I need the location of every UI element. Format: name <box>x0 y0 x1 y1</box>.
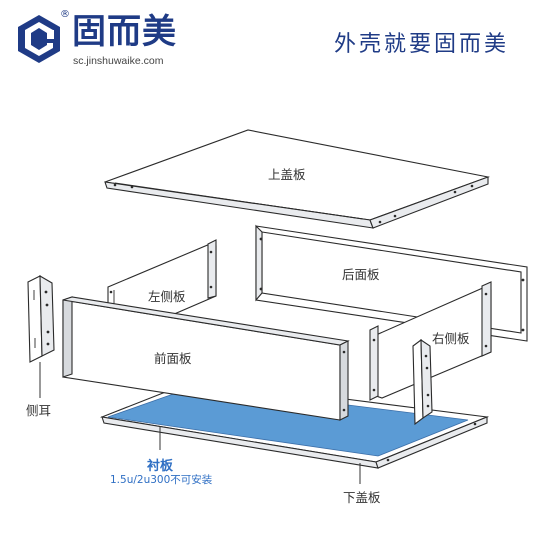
liner-note: 1.5u/2u300不可安装 <box>110 474 213 486</box>
right-side-panel-part <box>369 281 492 401</box>
registered-mark: ® <box>60 9 70 20</box>
brand-logo-icon <box>18 15 60 63</box>
rear-panel-label: 后面板 <box>342 267 380 282</box>
side-ear-label: 侧耳 <box>26 403 52 418</box>
bottom-cover-part <box>99 379 490 469</box>
brand-slogan: 外壳就要固而美 <box>334 32 510 57</box>
left-side-ear-part <box>27 275 55 363</box>
bottom-cover-label: 下盖板 <box>343 490 381 505</box>
brand-url: sc.jinshuwaike.com <box>73 55 164 67</box>
brand-name: 固而美 <box>72 12 177 52</box>
liner-board-part <box>107 385 469 457</box>
top-cover-label: 上盖板 <box>268 167 306 182</box>
liner-label: 衬板 <box>147 459 174 474</box>
front-panel-label: 前面板 <box>154 351 192 366</box>
top-cover-part <box>104 129 491 229</box>
right-side-ear-part <box>412 338 433 426</box>
left-side-panel-label: 左侧板 <box>148 289 186 304</box>
front-panel-part <box>62 296 350 421</box>
right-side-panel-label: 右侧板 <box>432 331 470 346</box>
